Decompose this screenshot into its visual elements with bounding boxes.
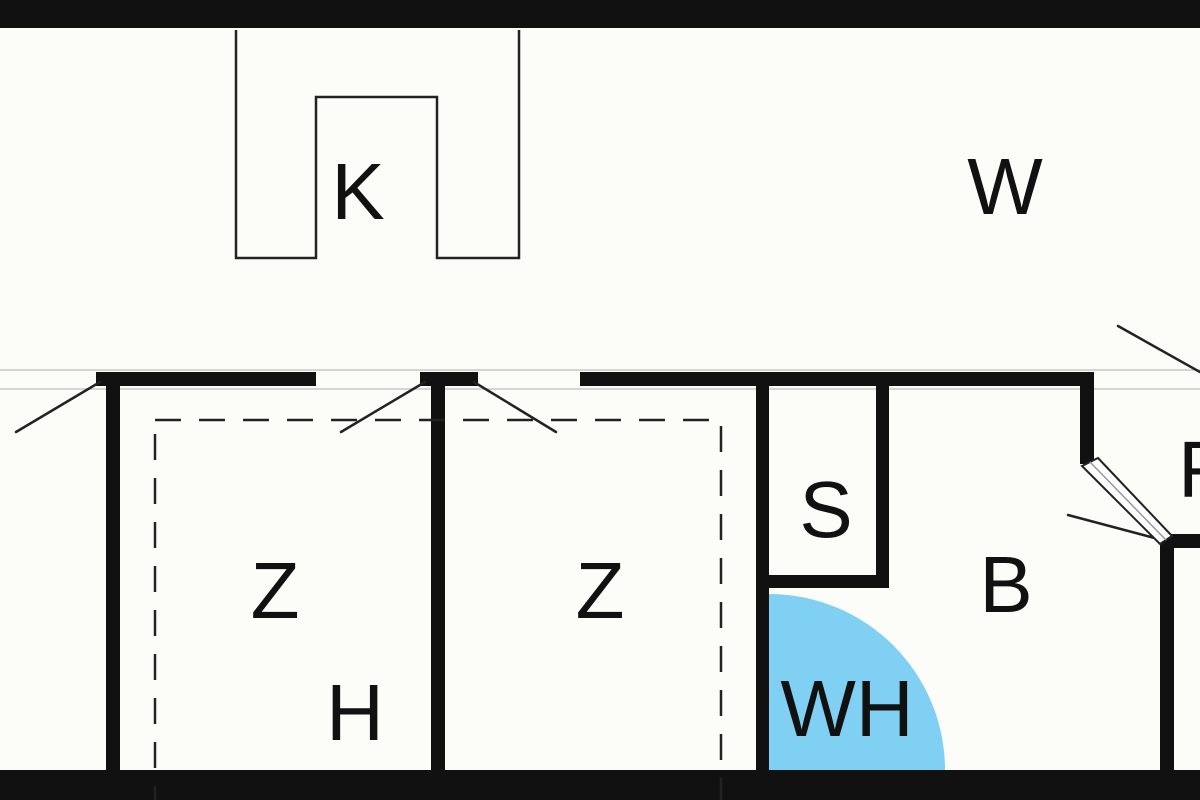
- middle-wall-segment-1: [96, 372, 316, 386]
- right-partition-wall: [1160, 534, 1174, 774]
- label-bath: B: [979, 540, 1032, 629]
- bottom-exterior-wall: [0, 770, 1200, 800]
- partition-wall-storage-right: [876, 372, 889, 588]
- middle-wall-segment-3: [580, 372, 1094, 386]
- partition-wall-center: [431, 372, 445, 772]
- water-heater-quarter-circle: [769, 594, 945, 770]
- top-exterior-wall: [0, 0, 1200, 28]
- label-water-heater: WH: [780, 664, 913, 753]
- label-room-left: Z: [251, 546, 300, 635]
- door-swing-center-left: [339, 380, 427, 434]
- door-swing-center-right: [472, 380, 558, 434]
- middle-wall-segment-2: [420, 372, 478, 386]
- bath-door-jamb: [1080, 372, 1094, 464]
- label-partial-right: F: [1178, 425, 1200, 514]
- label-kitchen: K: [331, 147, 384, 236]
- partition-wall-left: [106, 372, 120, 772]
- kitchen-counter: [234, 30, 521, 260]
- label-storage: S: [799, 465, 852, 554]
- label-room-right: Z: [576, 546, 625, 635]
- partition-wall-storage-left: [756, 372, 769, 772]
- door-swing-bath: [1066, 513, 1164, 542]
- label-hallway: H: [326, 668, 384, 757]
- door-swing-left: [14, 380, 102, 434]
- label-living-room: W: [967, 142, 1043, 231]
- storage-bottom-wall: [756, 575, 889, 588]
- dashed-area-outline: [153, 418, 723, 800]
- bath-door-leaf-inner: [1089, 461, 1167, 541]
- door-swing-top-right: [1116, 324, 1200, 374]
